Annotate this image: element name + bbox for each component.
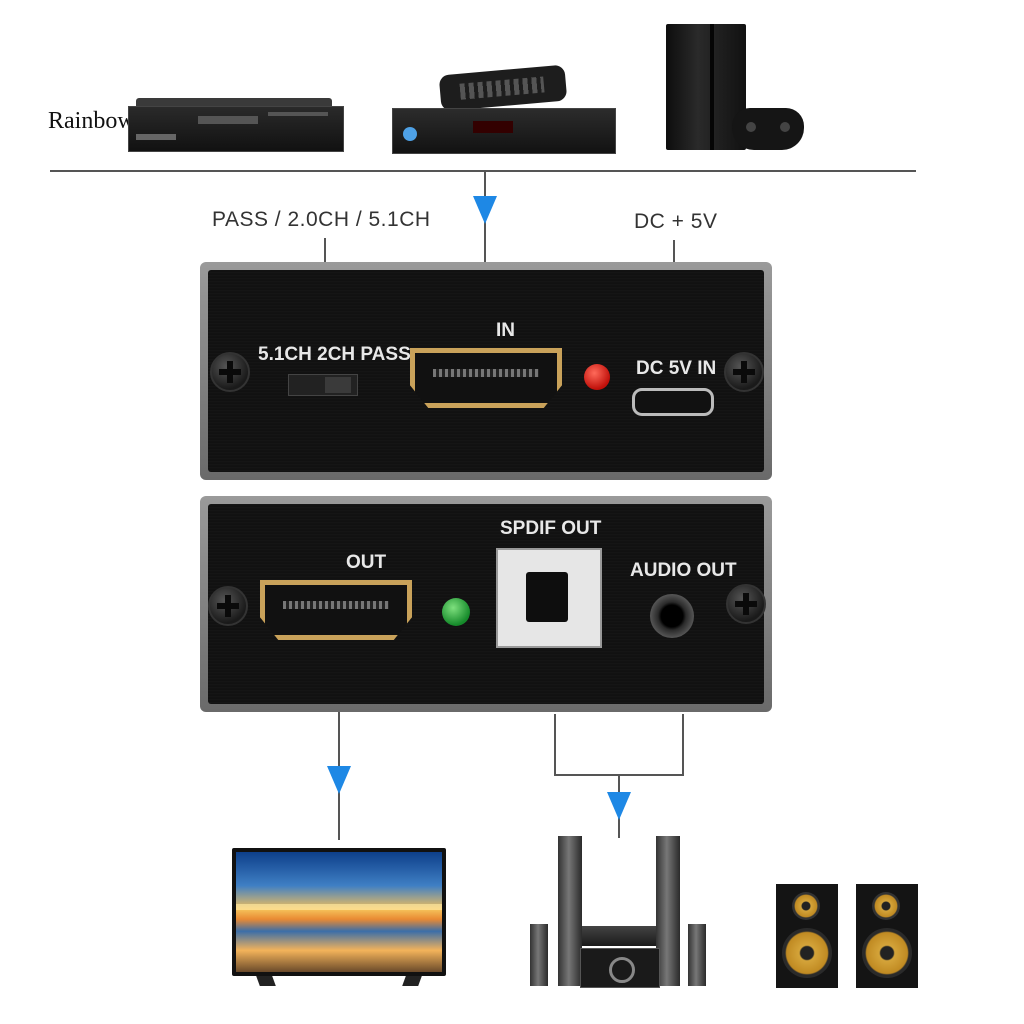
switch-label: 5.1CH 2CH PASS bbox=[258, 344, 411, 365]
hdmi-in-port[interactable] bbox=[410, 348, 562, 408]
input-panel: 5.1CH 2CH PASS IN DC 5V IN bbox=[200, 262, 772, 480]
down-arrow-icon bbox=[327, 766, 351, 794]
screw-icon bbox=[726, 584, 766, 624]
screw-icon bbox=[210, 352, 250, 392]
spdif-connector-line bbox=[554, 714, 556, 776]
hdmi-in-label: IN bbox=[496, 320, 515, 341]
audio-out-jack[interactable] bbox=[650, 594, 694, 638]
home-theater-image bbox=[524, 836, 714, 990]
mode-switch[interactable] bbox=[288, 374, 358, 396]
down-arrow-icon bbox=[607, 792, 631, 820]
hdmi-out-label: OUT bbox=[346, 552, 387, 573]
status-led-green bbox=[442, 598, 470, 626]
game-console-image bbox=[666, 24, 806, 154]
micro-usb-port[interactable] bbox=[632, 388, 714, 416]
power-pointer-line bbox=[673, 240, 675, 262]
television-image bbox=[232, 848, 446, 988]
power-label: DC + 5V bbox=[634, 210, 718, 233]
output-panel: OUT SPDIF OUT AUDIO OUT bbox=[200, 496, 772, 712]
power-led-red bbox=[584, 364, 610, 390]
audio-out-label: AUDIO OUT bbox=[630, 560, 737, 581]
source-bus-line bbox=[50, 170, 916, 172]
hdmi-out-port[interactable] bbox=[260, 580, 412, 640]
screw-icon bbox=[208, 586, 248, 626]
remote-control bbox=[438, 64, 568, 112]
set-top-box-image bbox=[392, 64, 616, 154]
mode-pointer-line bbox=[324, 238, 326, 262]
spdif-optical-port[interactable] bbox=[496, 548, 602, 648]
audio-connector-line bbox=[682, 714, 684, 776]
down-arrow-icon bbox=[473, 196, 497, 224]
screw-icon bbox=[724, 352, 764, 392]
mode-label: PASS / 2.0CH / 5.1CH bbox=[212, 208, 431, 231]
bookshelf-speakers-image bbox=[776, 884, 918, 990]
controller bbox=[732, 108, 804, 150]
power-in-label: DC 5V IN bbox=[636, 358, 717, 379]
spdif-label: SPDIF OUT bbox=[500, 518, 602, 539]
dvd-player-image bbox=[128, 98, 344, 154]
